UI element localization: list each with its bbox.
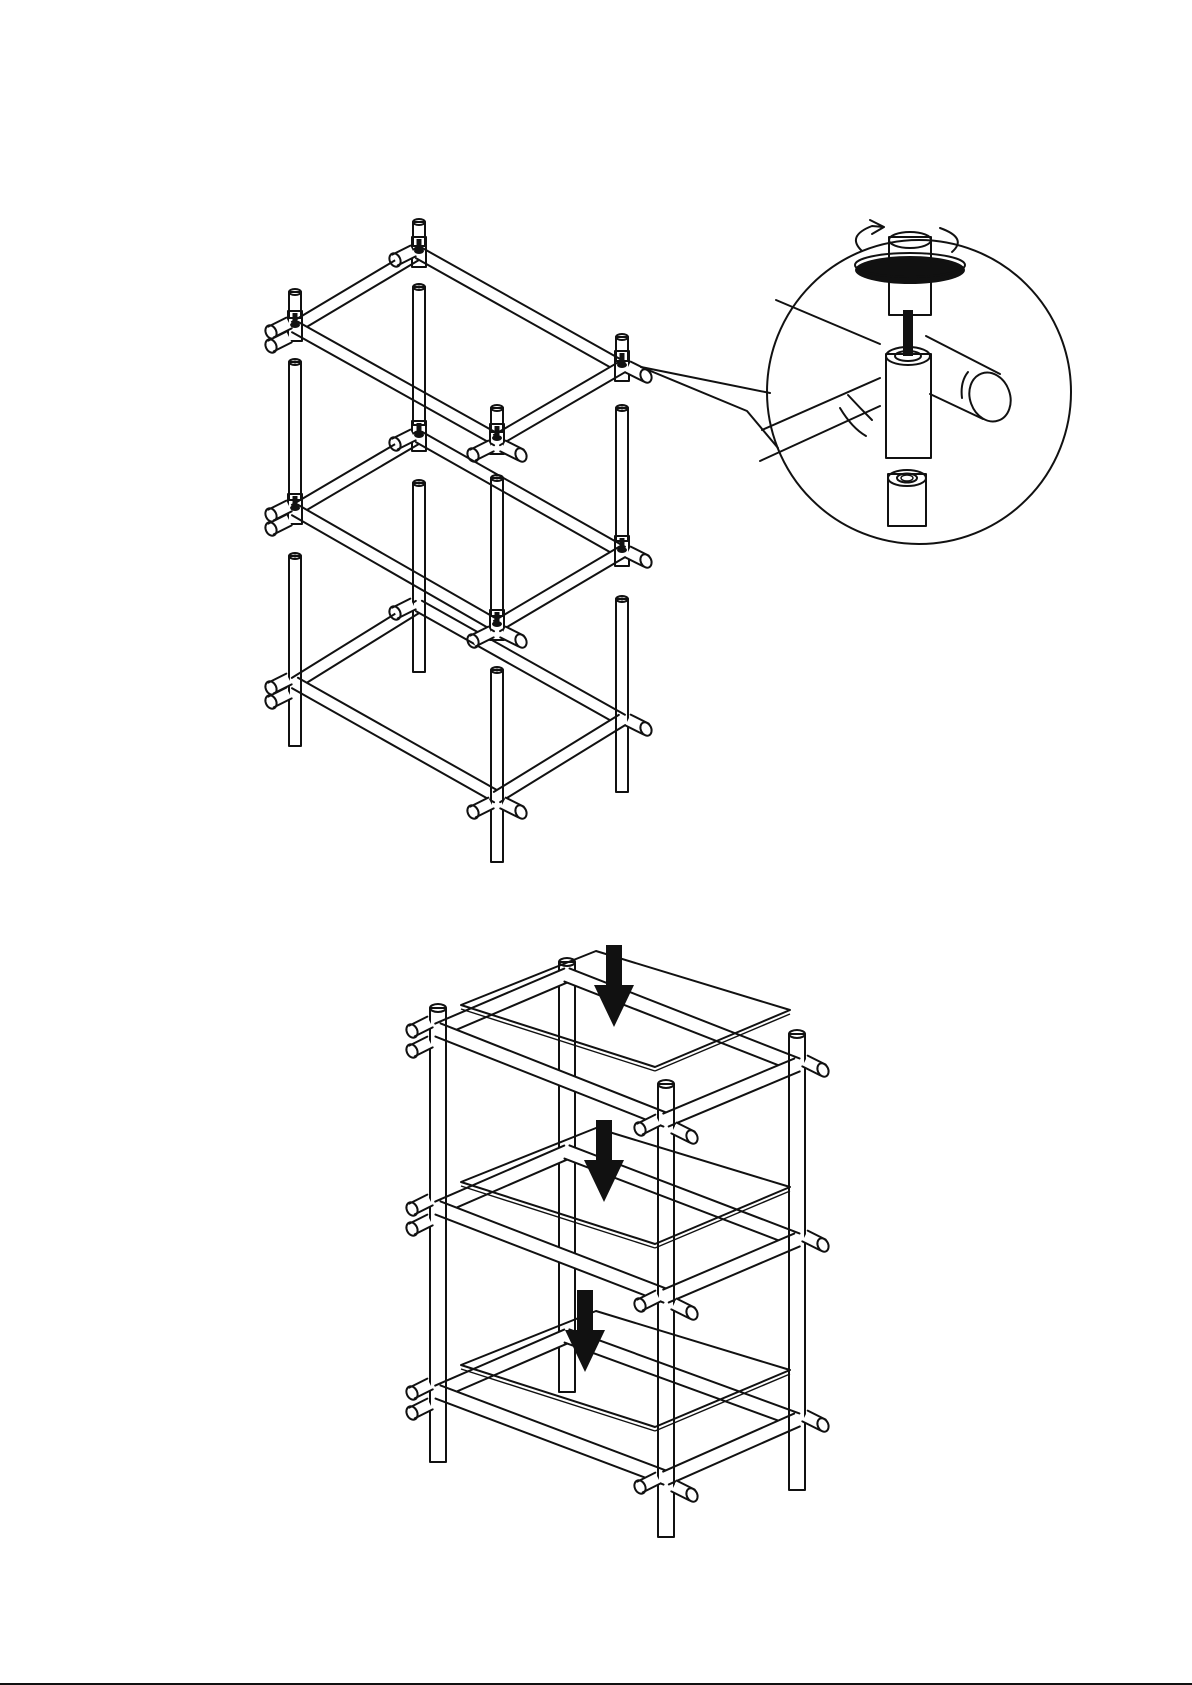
down-arrow-icon [584,1120,624,1202]
post-fc-segment-2 [491,475,503,616]
side-rail [494,715,625,802]
front-rail [435,1023,668,1126]
back-rail [416,248,625,372]
callout-pointer [641,367,770,393]
callout-pointer [641,367,778,448]
frame-assembly-illustration [263,219,653,862]
connector-detail-callout [641,220,1071,544]
side-rail [435,1146,570,1215]
side-rail [494,547,625,631]
back-rail [565,1329,800,1426]
front-rail [292,678,500,802]
shelf-insertion-illustration [404,945,830,1537]
rotate-arrow-icon [856,220,884,251]
detail-connector-post [855,220,965,526]
rotate-ring [855,256,965,284]
detail-circle [767,240,1071,544]
front-rail [435,1201,668,1302]
detail-horizontal-tube [760,300,1017,461]
side-rail [663,1059,799,1127]
post-fc-segment-3 [491,667,503,862]
down-arrow-icon [594,945,634,1027]
post-bl-segment-3 [289,553,301,746]
side-rail [435,1330,570,1399]
post-fr-segment-3 [616,596,628,792]
frame-level-3 [292,601,625,802]
down-arrow-icon [565,1290,605,1372]
side-rail [663,1234,800,1303]
post-fr-segment-2 [616,405,628,541]
side-rail [435,969,569,1037]
post-back-right [559,958,575,1392]
front-rail [292,322,500,445]
frame-level-2 [292,432,625,631]
side-rail [663,1414,800,1485]
frame-level-1 [292,248,625,445]
side-rail [494,362,625,445]
front-rail [436,1385,669,1484]
post-bl-segment-2 [289,359,301,500]
